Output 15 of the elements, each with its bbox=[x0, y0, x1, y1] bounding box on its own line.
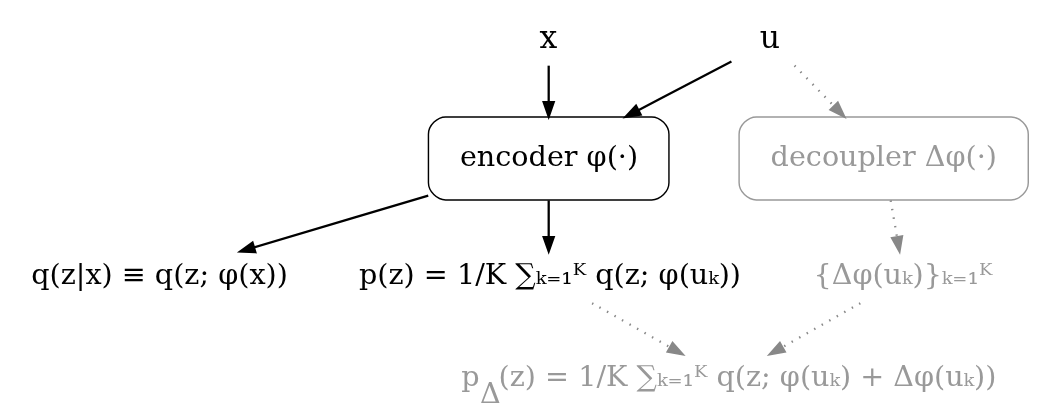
node-text: q(z|x) ≡ q(z; φ(x)) bbox=[31, 257, 288, 292]
node-box: encoder φ(·) bbox=[427, 116, 670, 201]
arrow bbox=[793, 64, 847, 119]
node-text: p(z) = 1/K ∑ₖ₌₁ᴷ q(z; φ(uₖ)) bbox=[359, 257, 742, 292]
node-box: decoupler Δφ(·) bbox=[738, 116, 1029, 201]
arrow bbox=[591, 302, 686, 357]
arrow bbox=[542, 200, 556, 255]
arrow bbox=[622, 60, 732, 119]
arrow bbox=[236, 194, 429, 254]
node-text: x bbox=[539, 18, 558, 55]
arrow bbox=[542, 65, 556, 120]
arrow bbox=[889, 200, 904, 255]
node-text: {Δφ(uₖ)}ₖ₌₁ᴷ bbox=[813, 257, 993, 292]
node-text: u bbox=[759, 18, 781, 55]
arrow bbox=[766, 302, 861, 357]
